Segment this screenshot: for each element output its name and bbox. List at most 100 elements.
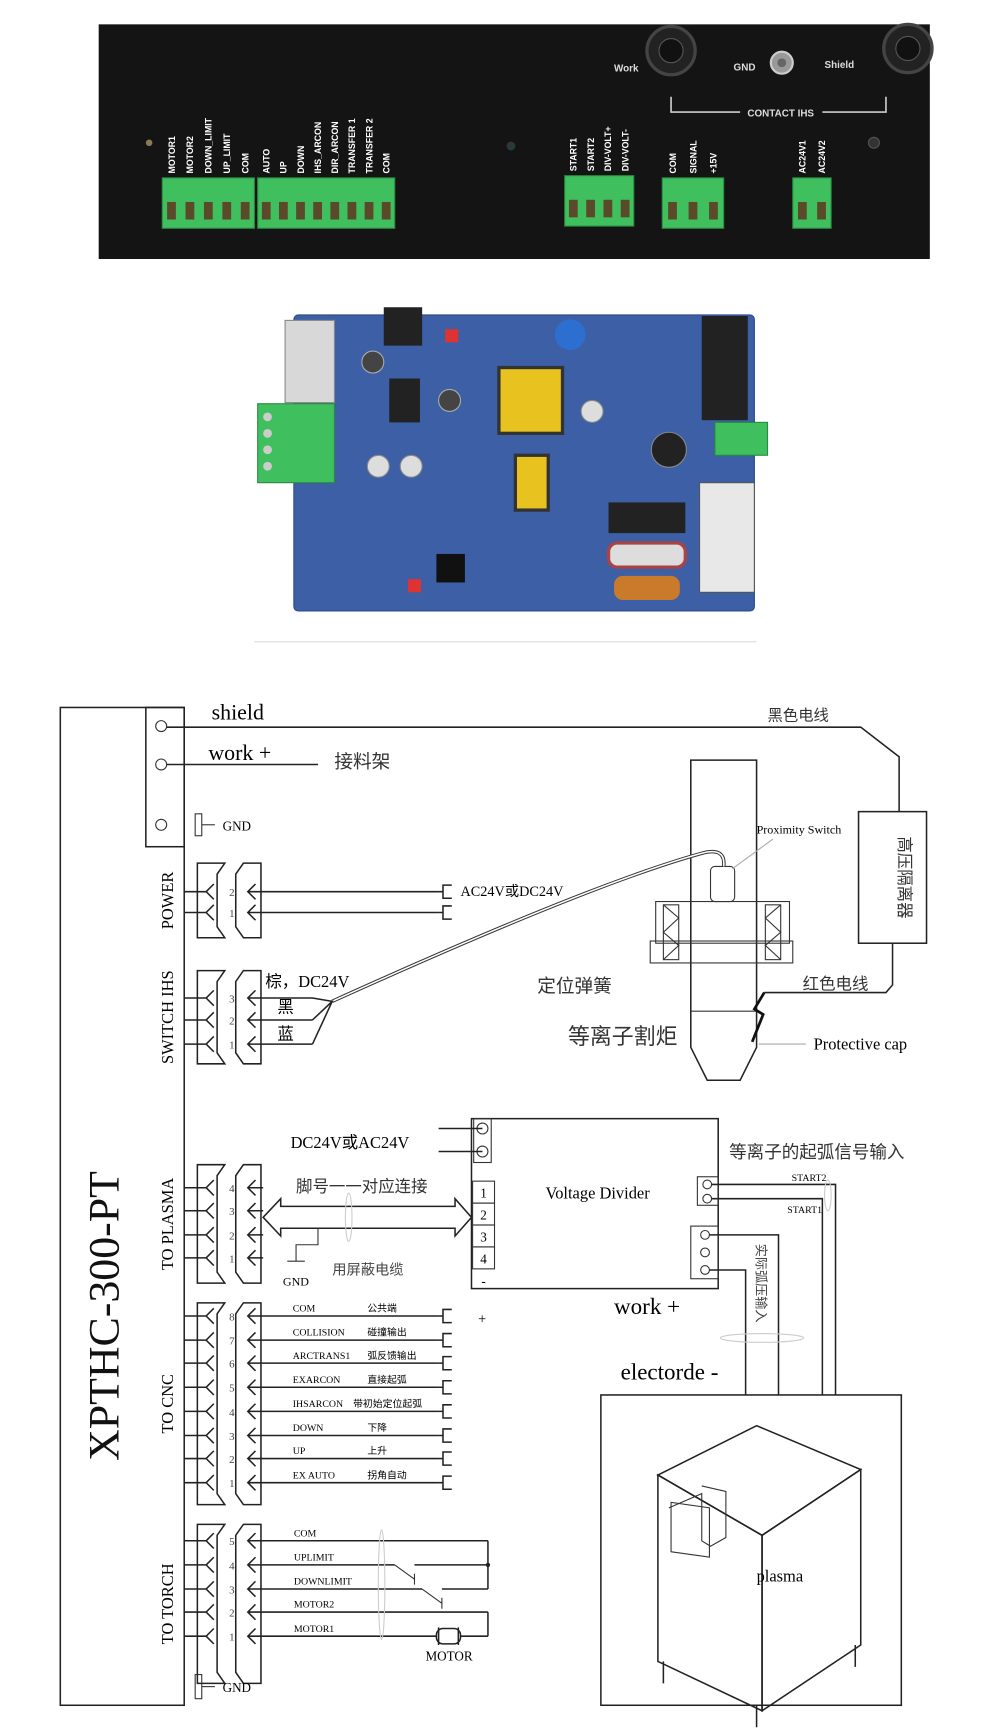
inductor [513, 453, 550, 512]
cnc-signal-label: UP [293, 1446, 306, 1457]
terminal-label: UP_LIMIT [222, 133, 232, 174]
cnc-signal-cn-label: 碰撞输出 [367, 1326, 406, 1339]
terminal-label: DIV-VOLT+ [603, 126, 613, 171]
red-wire [764, 943, 894, 994]
power-supply-label: AC24V或DC24V [461, 883, 565, 900]
pin-number: 1 [229, 908, 234, 920]
torch-signal-label: COM [294, 1528, 317, 1539]
terminal-label: SIGNAL [688, 140, 698, 174]
cnc-signal-label: EXARCON [293, 1375, 341, 1386]
terminal-screw [620, 199, 630, 218]
terminal-screw [167, 201, 176, 220]
wire-plug-icon [438, 1451, 452, 1466]
connector-pin-wire [184, 1202, 264, 1219]
terminal-screw [261, 201, 271, 220]
connector-title: TO CNC [158, 1374, 177, 1434]
pin-mapping-note: 脚号一一对应连接 [296, 1177, 428, 1196]
work-rack-label: 接料架 [334, 752, 390, 773]
terminal-label: AC24V1 [798, 140, 808, 173]
terminal-screw [313, 201, 323, 220]
terminal-label: DOWN [296, 146, 306, 174]
proximity-switch-label: Proximity Switch [757, 823, 842, 837]
cnc-signal-cn-label: 直接起弧 [367, 1373, 407, 1386]
shield-jack-label: Shield [825, 60, 855, 71]
to-torch-connector: TO TORCH5COM4UPLIMIT3DOWNLIMIT2MOTOR21MO… [158, 1523, 488, 1685]
vd-pin-number: 2 [480, 1208, 487, 1223]
shielded-cable-label: 用屏蔽电缆 [332, 1261, 403, 1278]
limit-switches [394, 1540, 491, 1637]
torch-signal-label: MOTOR1 [294, 1624, 334, 1635]
gnd-jack-label: GND [734, 62, 756, 73]
terminal-label: START2 [586, 138, 596, 172]
cnc-signal-cn-label: 公共端 [367, 1302, 397, 1315]
cnc-signal-cn-label: 带初始定位起弧 [353, 1397, 422, 1410]
red-wire-label: 红色电线 [803, 974, 869, 993]
pin-number: 3 [229, 1206, 235, 1218]
wire-label-blue: 蓝 [277, 1025, 293, 1044]
terminal-label: START1 [569, 138, 579, 172]
connector-pin-wire [184, 1450, 439, 1467]
vd-supply-label: DC24V或AC24V [291, 1133, 410, 1152]
bottom-gnd-label: GND [223, 1680, 251, 1695]
leader-line [732, 838, 774, 870]
work-plus-label: work + [614, 1293, 680, 1319]
voltage-divider-box [470, 1117, 719, 1290]
terminal-screw [688, 201, 698, 220]
terminal-block-body [257, 177, 396, 229]
pin-number: 3 [229, 1431, 235, 1443]
sensor-cable [331, 849, 726, 1003]
torch-label: 等离子割炬 [568, 1024, 678, 1049]
work-jack [645, 24, 697, 77]
pin-number: 2 [229, 1454, 234, 1466]
terminal-label: UP [279, 161, 289, 173]
terminal-strip [145, 706, 185, 848]
connector-socket [234, 969, 262, 1065]
terminal-screw [568, 199, 578, 218]
protective-cap-clip [750, 991, 766, 1043]
pin-number: 8 [229, 1311, 235, 1323]
terminal-label: COM [240, 153, 250, 173]
cnc-signal-label: COM [293, 1304, 316, 1315]
shield-wire [166, 726, 900, 812]
connector-pin-wire [184, 1603, 488, 1621]
start1-terminal [702, 1193, 713, 1204]
pin-number: 2 [229, 1230, 234, 1242]
electrode-minus-label: electorde - [621, 1359, 719, 1385]
pin-number: 4 [229, 1407, 235, 1419]
torch-signal-label: MOTOR2 [294, 1600, 334, 1611]
connector-plug [196, 1302, 227, 1506]
connector-plug [196, 862, 227, 939]
cnc-signal-label: ARCTRANS1 [293, 1351, 351, 1362]
shield-jack [882, 22, 934, 75]
terminal-label: MOTOR1 [167, 136, 177, 173]
connector-pin-wire [184, 989, 313, 1007]
black-wire-label: 黑色电线 [768, 707, 829, 725]
plasma-signal-wires [709, 1183, 837, 1395]
connector-pin-wire [184, 1627, 437, 1645]
wire-plug-icon [438, 905, 452, 920]
pin-number: 5 [229, 1383, 235, 1395]
cnc-signal-label: IHSARCON [293, 1399, 343, 1410]
shield-label: shield [212, 700, 264, 725]
terminal-screw [586, 199, 595, 218]
plasma-label: plasma [757, 1566, 804, 1585]
proximity-switch-sensor [709, 865, 736, 903]
connector-pin-wire [184, 1354, 439, 1372]
gnd-icon [194, 1674, 215, 1700]
spring-label: 定位弹簧 [537, 977, 612, 998]
wiring-diagram: XPTHC-300-PT shield 黑色电线 work + 接料架 GND … [59, 700, 928, 1728]
terminal-label: +15V [709, 153, 719, 174]
connector-pin-wire [184, 1474, 439, 1491]
plasma-torch [649, 759, 794, 1082]
start2-label: START2 [792, 1173, 827, 1184]
terminal-screw [347, 201, 357, 220]
work-terminal [155, 758, 168, 771]
terminal-screw [278, 201, 288, 220]
capacitor-blue [554, 319, 586, 351]
terminal-screw [381, 201, 391, 220]
terminal-label: DIV-VOLT- [620, 129, 630, 171]
motor-label: MOTOR [425, 1648, 472, 1663]
